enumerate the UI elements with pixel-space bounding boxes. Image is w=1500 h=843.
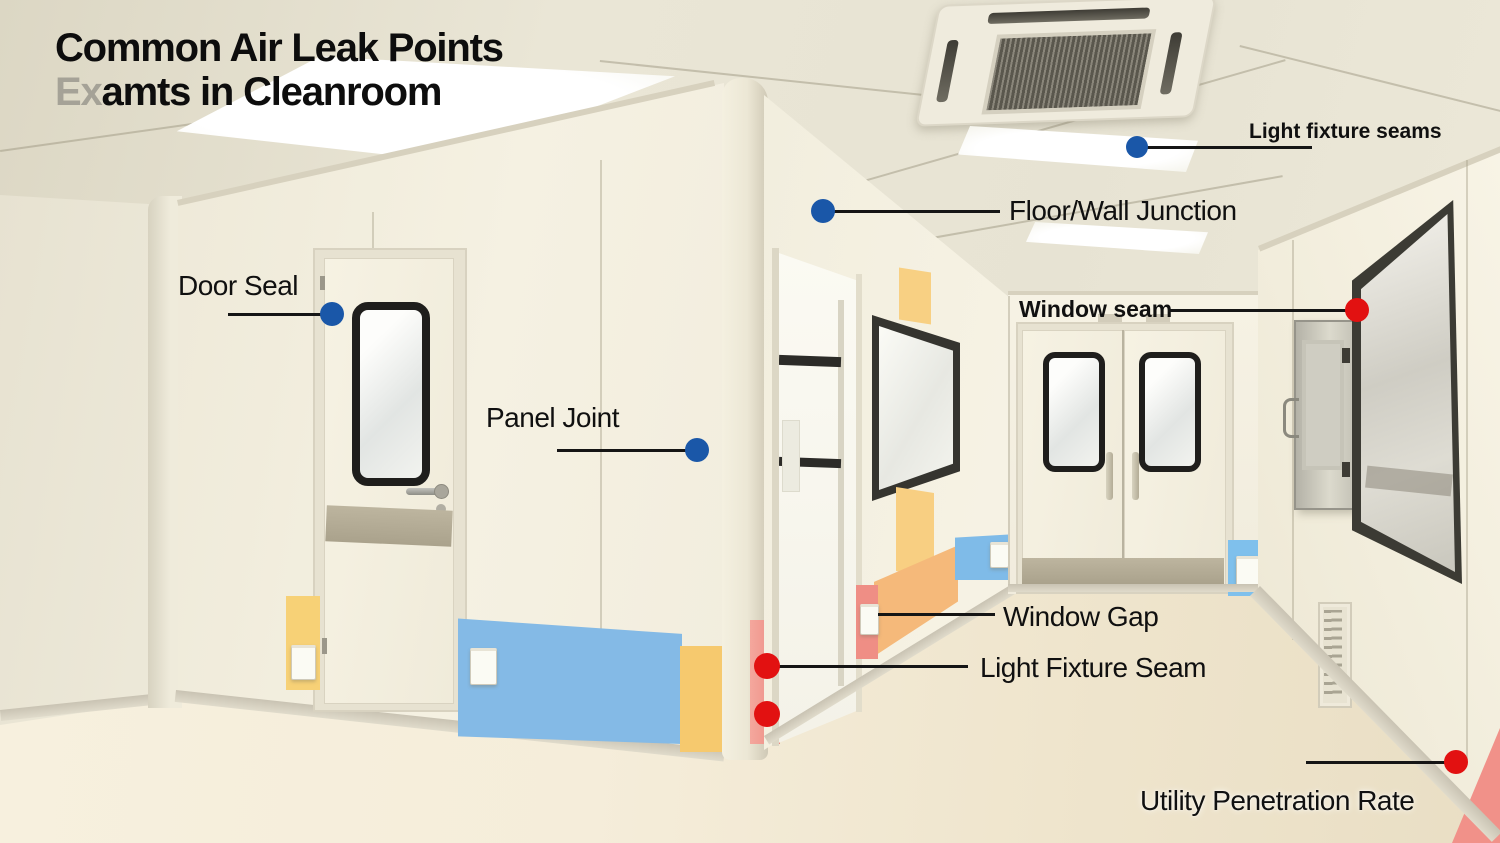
door-kick-band — [325, 505, 453, 547]
pass-through-window — [1302, 340, 1344, 470]
door-handle — [406, 488, 442, 495]
wall-outlet — [291, 645, 316, 680]
wall-corner-seam — [1008, 296, 1010, 586]
door-closer — [1098, 314, 1122, 322]
wall-ceiling-trim — [1008, 291, 1260, 295]
leader-line — [878, 613, 995, 616]
leader-line — [1146, 146, 1312, 149]
callout-label: Window seam — [1019, 296, 1173, 322]
hvac-diffuser — [915, 0, 1217, 127]
pass-through-handle — [1283, 398, 1299, 438]
leak-marker — [685, 438, 709, 462]
leak-marker — [754, 701, 780, 727]
panel-seam — [1466, 160, 1468, 760]
callout-label: Light fixture seams — [1249, 120, 1442, 143]
door-handle-rosette — [434, 484, 449, 499]
title-line-1: Common Air Leak Points — [55, 26, 504, 70]
hvac-grille — [981, 29, 1157, 115]
observation-window-glass — [879, 326, 953, 490]
leak-marker — [320, 302, 344, 326]
leak-marker — [754, 653, 780, 679]
callout-label: Utility Penetration Rate — [1140, 785, 1415, 816]
title-line-2: Examts in Cleanroom — [55, 70, 442, 114]
hvac-slot-vent — [1159, 32, 1183, 95]
callout-label: Light Fixture Seam — [980, 652, 1207, 683]
callout-label: Panel Joint — [486, 402, 620, 433]
hvac-slot-vent — [987, 7, 1151, 25]
accent-band-yellow — [899, 267, 931, 325]
panel-seam — [1292, 240, 1294, 640]
interior-cabinet — [782, 420, 800, 492]
leak-marker — [1444, 750, 1468, 774]
leader-line — [1168, 309, 1348, 312]
leader-line — [557, 449, 689, 452]
door-pull-handle — [1106, 452, 1113, 500]
callout-label: Floor/Wall Junction — [1009, 195, 1237, 226]
door-closer — [1146, 314, 1170, 322]
door-vision-window — [1043, 352, 1105, 472]
doorway-jamb — [856, 274, 862, 712]
leader-line — [1306, 761, 1448, 764]
callout-label: Door Seal — [178, 270, 299, 301]
door-lock-cylinder — [436, 504, 446, 514]
callout-label: Window Gap — [1003, 601, 1159, 632]
leak-marker — [1345, 298, 1369, 322]
doorway-opening — [776, 252, 860, 744]
door-pull-handle — [1132, 452, 1139, 500]
panel-seam — [600, 160, 602, 720]
doorway-jamb — [772, 248, 779, 746]
wall-outlet — [860, 604, 879, 635]
door-vision-window — [1139, 352, 1201, 472]
door-hinge — [322, 638, 327, 654]
leak-marker — [1126, 136, 1148, 158]
cove-base — [1008, 584, 1262, 592]
door-vision-window — [352, 302, 430, 486]
interior-glass-door-stile — [838, 300, 844, 686]
leader-line — [832, 210, 1000, 213]
leader-line — [778, 665, 968, 668]
accent-panel-yellow — [680, 646, 724, 752]
title-line-2-ghost: Ex — [55, 70, 103, 114]
double-door-gap — [1122, 330, 1124, 584]
hatch-hinge — [1342, 462, 1350, 477]
hatch-hinge — [1342, 348, 1350, 363]
left-wall — [0, 195, 165, 725]
leader-line — [228, 313, 324, 316]
interior-glass-door-rail — [778, 354, 842, 368]
wall-corner-pilaster — [148, 196, 182, 708]
wall-outlet — [470, 648, 497, 685]
diagram-title: Common Air Leak Points Examts in Cleanro… — [55, 26, 504, 114]
door-kick-band — [1022, 558, 1224, 584]
wall-outlet — [990, 542, 1009, 568]
hvac-slot-vent — [935, 39, 960, 103]
leak-marker — [811, 199, 835, 223]
wall-outlet — [1236, 556, 1259, 587]
door-hinge — [320, 276, 325, 290]
